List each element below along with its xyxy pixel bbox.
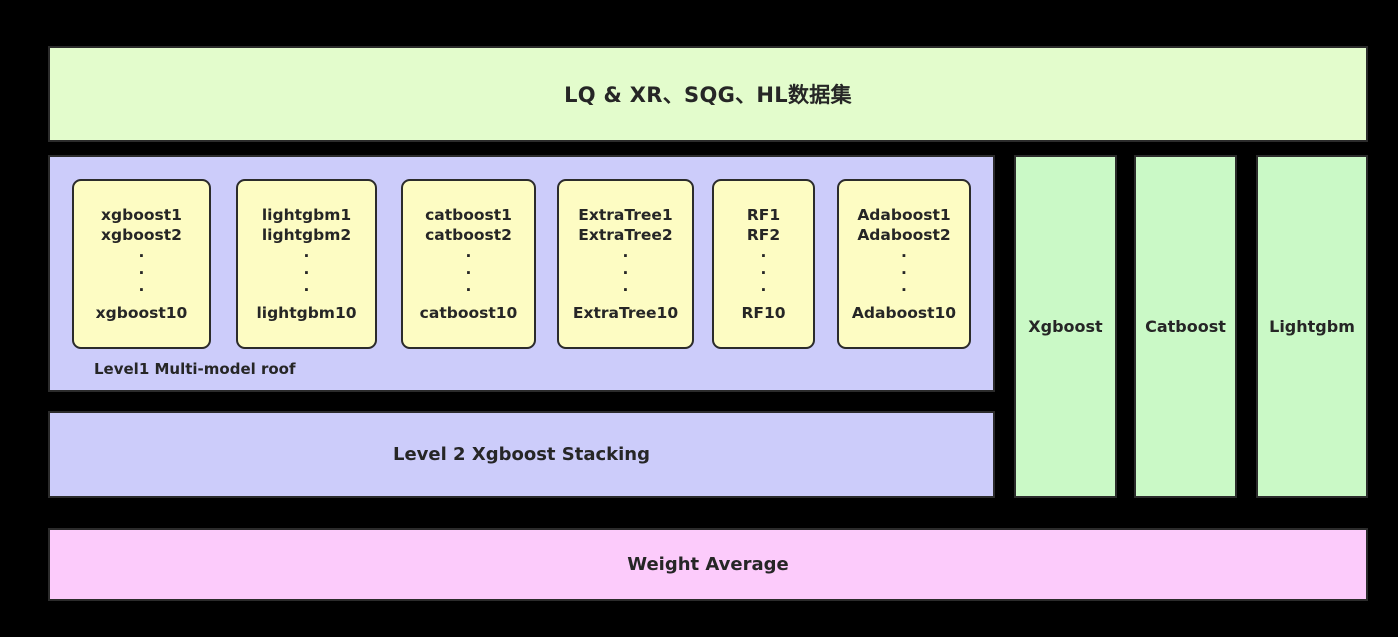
model-line-first: xgboost1 (101, 206, 182, 224)
model-ellipsis: ··· (139, 248, 145, 299)
ellipsis-dot: · (622, 264, 629, 282)
ellipsis-dot: · (138, 247, 145, 265)
model-ellipsis: ··· (304, 248, 310, 299)
model-line-second: xgboost2 (101, 226, 182, 244)
model-line-first: ExtraTree1 (578, 206, 673, 224)
level1-caption: Level1 Multi-model roof (94, 360, 296, 378)
dataset-banner-label: LQ & XR、SQG、HL数据集 (564, 83, 852, 107)
dataset-banner: LQ & XR、SQG、HL数据集 (48, 46, 1368, 142)
ellipsis-dot: · (303, 264, 310, 282)
ellipsis-dot: · (303, 247, 310, 265)
model-line-last: xgboost10 (95, 304, 188, 322)
ellipsis-dot: · (901, 281, 907, 299)
model-line-last: ExtraTree10 (572, 304, 679, 322)
model-line-second: lightgbm2 (261, 226, 352, 244)
model-line-first: catboost1 (425, 206, 512, 224)
side-model-column-xgboost: Xgboost (1014, 155, 1117, 498)
ellipsis-dot: · (760, 264, 767, 282)
side-model-label: Xgboost (1028, 317, 1103, 336)
side-model-label: Lightgbm (1269, 317, 1355, 336)
ellipsis-dot: · (138, 281, 145, 299)
ellipsis-dot: · (901, 247, 907, 265)
weight-average-label: Weight Average (627, 554, 789, 575)
model-line-first: Adaboost1 (857, 206, 951, 224)
model-line-first: lightgbm1 (261, 206, 352, 224)
ellipsis-dot: · (622, 247, 629, 265)
model-line-last: Adaboost10 (851, 304, 957, 322)
model-line-second: ExtraTree2 (578, 226, 673, 244)
model-line-first: RF1 (746, 206, 781, 224)
side-model-label: Catboost (1145, 317, 1226, 336)
model-line-last: catboost10 (419, 304, 518, 322)
level2-stacking-label: Level 2 Xgboost Stacking (392, 444, 651, 465)
model-line-second: Adaboost2 (857, 226, 951, 244)
ellipsis-dot: · (303, 281, 310, 299)
model-ellipsis: ··· (761, 248, 767, 299)
model-ellipsis: ··· (901, 248, 907, 299)
model-ellipsis: ··· (466, 248, 472, 299)
level2-stacking-bar: Level 2 Xgboost Stacking (48, 411, 995, 498)
ellipsis-dot: · (760, 281, 767, 299)
ellipsis-dot: · (138, 264, 145, 282)
ellipsis-dot: · (760, 247, 767, 265)
ellipsis-dot: · (465, 247, 472, 265)
side-model-column-catboost: Catboost (1134, 155, 1237, 498)
weight-average-bar: Weight Average (48, 528, 1368, 601)
side-model-column-lightgbm: Lightgbm (1256, 155, 1368, 498)
model-line-second: catboost2 (425, 226, 512, 244)
model-ellipsis: ··· (623, 248, 629, 299)
ellipsis-dot: · (901, 264, 907, 282)
model-line-last: RF10 (741, 304, 786, 322)
model-line-last: lightgbm10 (256, 304, 357, 322)
model-line-second: RF2 (746, 226, 781, 244)
ellipsis-dot: · (622, 281, 629, 299)
ellipsis-dot: · (465, 281, 472, 299)
ellipsis-dot: · (465, 264, 472, 282)
